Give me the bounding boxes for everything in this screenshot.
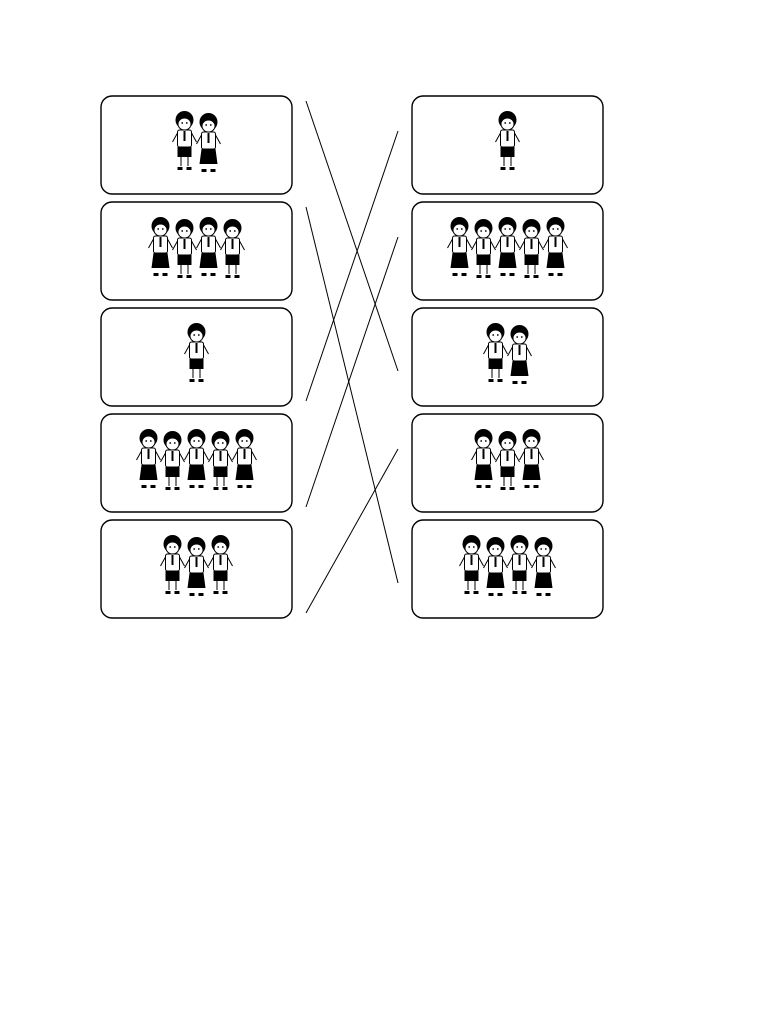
- card-l5[interactable]: [100, 519, 293, 619]
- card-r2[interactable]: [411, 201, 604, 301]
- card-l3[interactable]: [100, 307, 293, 407]
- student-figure: [531, 537, 556, 596]
- left-column: [100, 95, 293, 619]
- match-line-l2-r5: [305, 206, 399, 584]
- card-frame: [100, 201, 293, 301]
- match-line-l3-r1: [305, 130, 399, 402]
- student-figure: [208, 535, 233, 594]
- student-figure: [495, 111, 520, 170]
- student-figure: [160, 535, 185, 594]
- card-r3[interactable]: [411, 307, 604, 407]
- student-figure: [184, 537, 209, 596]
- card-frame: [100, 95, 293, 195]
- card-r1[interactable]: [411, 95, 604, 195]
- student-figure: [459, 535, 484, 594]
- student-figure: [232, 429, 257, 488]
- match-line-l4-r2: [305, 236, 399, 508]
- card-frame: [411, 307, 604, 407]
- student-figure: [519, 219, 544, 278]
- student-figure: [184, 429, 209, 488]
- student-figure: [519, 429, 544, 488]
- student-figure: [471, 429, 496, 488]
- student-figure: [172, 111, 197, 170]
- card-r4[interactable]: [411, 413, 604, 513]
- student-figure: [543, 217, 568, 276]
- card-l2[interactable]: [100, 201, 293, 301]
- student-figure: [507, 535, 532, 594]
- student-figure: [483, 537, 508, 596]
- student-figure: [196, 217, 221, 276]
- student-figure: [208, 431, 233, 490]
- student-figure: [495, 431, 520, 490]
- student-figure: [148, 217, 173, 276]
- student-figure: [160, 431, 185, 490]
- match-line-l1-r3: [305, 100, 399, 372]
- card-r5[interactable]: [411, 519, 604, 619]
- student-figure: [136, 429, 161, 488]
- card-l4[interactable]: [100, 413, 293, 513]
- student-figure: [507, 325, 532, 384]
- student-figure: [184, 323, 209, 382]
- match-line-l5-r4: [305, 448, 399, 614]
- student-figure: [483, 323, 508, 382]
- student-figure: [471, 219, 496, 278]
- student-figure: [495, 217, 520, 276]
- right-column: [411, 95, 604, 619]
- student-figure: [447, 217, 472, 276]
- card-l1[interactable]: [100, 95, 293, 195]
- student-figure: [172, 219, 197, 278]
- match-lines: [305, 100, 399, 614]
- student-figure: [220, 219, 245, 278]
- card-frame: [411, 519, 604, 619]
- student-figure: [196, 113, 221, 172]
